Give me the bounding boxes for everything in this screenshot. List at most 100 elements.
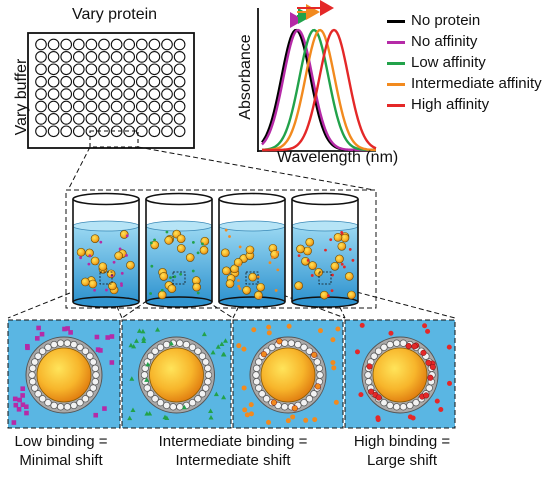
plate-well bbox=[135, 125, 148, 138]
free-protein bbox=[35, 336, 40, 341]
tube-protein-dot bbox=[125, 234, 129, 238]
tube-nanoparticle bbox=[185, 253, 195, 262]
free-protein bbox=[98, 348, 103, 353]
shell-ligand bbox=[252, 371, 260, 379]
shell-ligand bbox=[198, 352, 207, 360]
tube-protein-dot bbox=[179, 272, 183, 276]
free-protein bbox=[11, 420, 17, 425]
tube-protein-dot bbox=[228, 235, 231, 238]
legend-swatch-no-affinity bbox=[387, 41, 405, 44]
bound-protein bbox=[311, 351, 318, 358]
free-protein bbox=[388, 330, 394, 336]
free-protein bbox=[20, 402, 26, 408]
shell-ligand bbox=[281, 403, 289, 411]
tube-nanoparticle bbox=[176, 234, 186, 244]
shell-ligand bbox=[399, 339, 407, 347]
tube-protein-dot bbox=[342, 265, 346, 269]
bound-protein bbox=[368, 388, 375, 395]
particle-core bbox=[260, 347, 316, 403]
free-protein bbox=[242, 407, 248, 413]
plate-well bbox=[47, 63, 60, 76]
plate-top-label: Vary protein bbox=[72, 6, 158, 23]
caption-low-line1: Low binding = bbox=[14, 433, 108, 450]
free-protein bbox=[20, 386, 26, 391]
legend-label: Intermediate affinity bbox=[411, 75, 542, 92]
free-protein bbox=[221, 394, 227, 400]
tube-nanoparticle bbox=[308, 261, 317, 270]
plate-well bbox=[60, 75, 73, 88]
plate-well bbox=[135, 75, 148, 88]
free-protein bbox=[136, 328, 142, 333]
tube-zoom-box bbox=[99, 271, 113, 285]
shell-ligand bbox=[313, 358, 321, 366]
plate-well bbox=[35, 113, 47, 125]
plate-well bbox=[161, 75, 173, 88]
tube-bottom bbox=[145, 296, 213, 308]
plate-well bbox=[173, 75, 186, 88]
shell-ligand bbox=[393, 339, 401, 347]
tube-nanoparticle bbox=[98, 262, 108, 271]
tube-nanoparticle bbox=[114, 251, 123, 261]
plate-well bbox=[148, 38, 161, 51]
caption-high-line1: High binding = bbox=[353, 433, 451, 450]
cuvette-row bbox=[65, 189, 377, 309]
tube-nanoparticle bbox=[90, 256, 100, 266]
legend-label: High affinity bbox=[411, 96, 490, 113]
free-protein bbox=[434, 398, 440, 404]
tube-protein-dot bbox=[329, 238, 333, 242]
shell-ligand bbox=[50, 401, 58, 410]
tube-nanoparticle bbox=[192, 282, 201, 292]
free-protein bbox=[93, 412, 99, 418]
spectrum-xlabel: Wavelength (nm) bbox=[277, 149, 399, 166]
plate-well bbox=[72, 113, 85, 125]
free-protein bbox=[129, 376, 135, 381]
tube-protein-dot bbox=[351, 258, 355, 262]
tube-nanoparticle bbox=[126, 260, 135, 270]
shell-ligand bbox=[89, 384, 97, 392]
bound-protein bbox=[425, 359, 432, 366]
binding-panels bbox=[7, 319, 456, 429]
tube-protein-dot bbox=[297, 254, 301, 258]
caption-high: High binding = Large shift bbox=[346, 432, 458, 470]
tube-protein-dot bbox=[257, 275, 260, 279]
free-protein bbox=[286, 323, 292, 329]
free-protein bbox=[36, 325, 41, 331]
plate-well bbox=[35, 75, 47, 88]
shell-ligand bbox=[156, 343, 165, 351]
plate-well bbox=[85, 51, 98, 63]
tube-nanoparticle bbox=[176, 244, 186, 253]
tube-nanoparticle bbox=[230, 264, 239, 274]
plate-well bbox=[47, 88, 60, 100]
bound-protein bbox=[276, 338, 283, 345]
tube-protein-dot bbox=[191, 240, 195, 244]
shell-ligand bbox=[305, 395, 314, 403]
free-protein bbox=[109, 360, 115, 365]
shell-ligand bbox=[28, 371, 36, 379]
free-protein bbox=[102, 406, 107, 411]
caption-low-line2: Minimal shift bbox=[19, 452, 103, 469]
plate-well bbox=[35, 125, 47, 138]
shell-ligand bbox=[34, 390, 42, 398]
bound-protein bbox=[181, 404, 187, 410]
bound-protein bbox=[144, 377, 150, 382]
shell-ligand bbox=[156, 399, 165, 407]
free-protein bbox=[12, 396, 18, 402]
shell-ligand bbox=[162, 401, 171, 410]
shell-ligand bbox=[57, 339, 65, 347]
shell-ligand bbox=[169, 403, 177, 411]
shell-ligand bbox=[194, 395, 202, 403]
free-protein bbox=[17, 397, 22, 403]
shell-ligand bbox=[204, 364, 212, 372]
free-protein bbox=[241, 385, 247, 391]
free-protein bbox=[244, 412, 250, 418]
plate-well bbox=[148, 88, 161, 100]
shell-ligand bbox=[63, 339, 71, 347]
free-protein bbox=[109, 334, 115, 339]
plate-well bbox=[173, 38, 186, 51]
tube-nanoparticle bbox=[347, 290, 356, 300]
shell-ligand bbox=[44, 399, 52, 407]
shell-ligand bbox=[70, 340, 78, 349]
tube-nanoparticle bbox=[81, 277, 90, 287]
tube-zoom-box bbox=[245, 271, 259, 285]
